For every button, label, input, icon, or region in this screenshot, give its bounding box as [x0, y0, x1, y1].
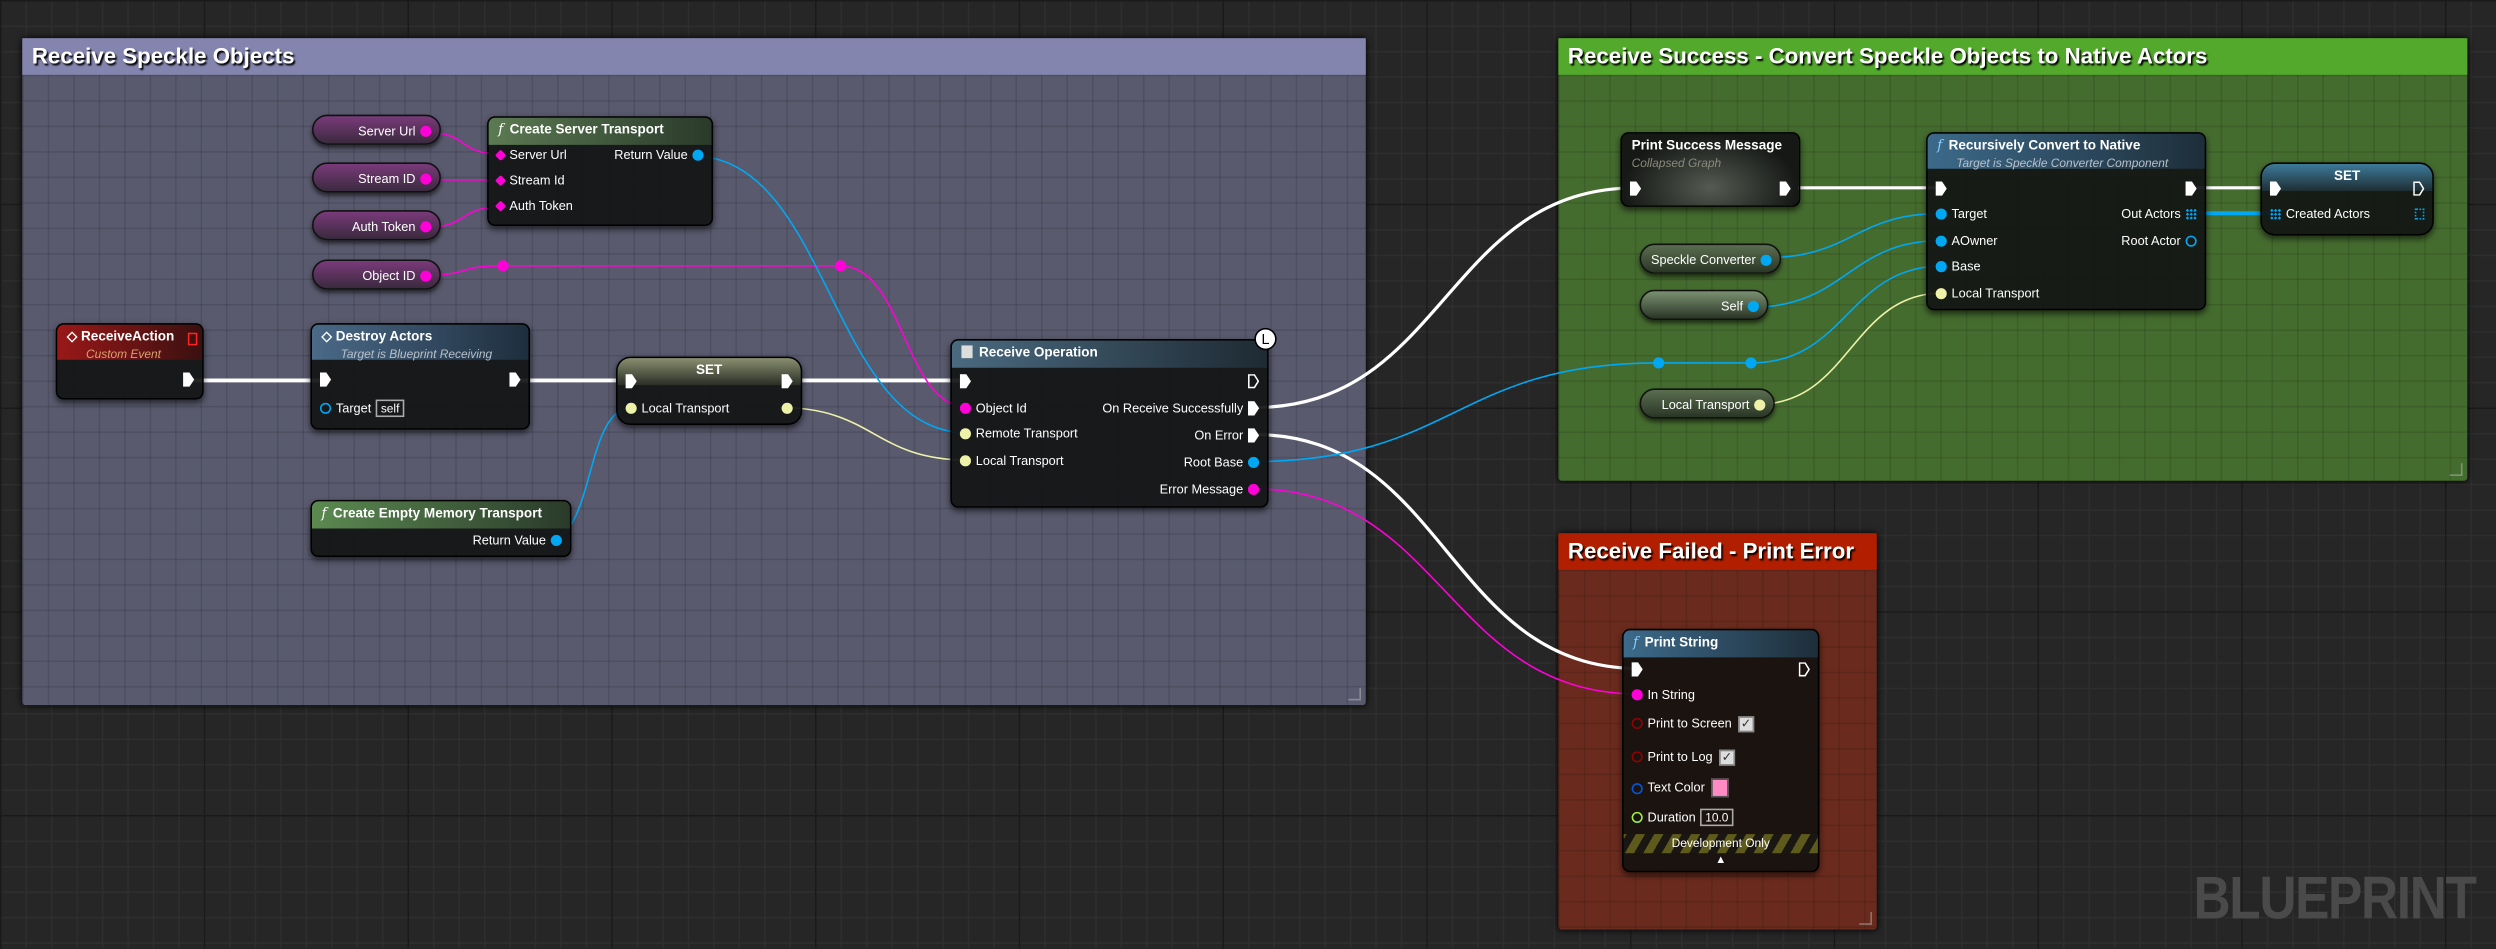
- array-pin-icon: [2414, 209, 2425, 221]
- pin-created-actors-out[interactable]: [2410, 205, 2429, 224]
- pin-local-transport[interactable]: Local Transport: [955, 452, 1064, 471]
- target-self-field[interactable]: self: [376, 399, 405, 418]
- expand-arrow-icon[interactable]: ▲: [1715, 854, 1727, 866]
- exec-out-pin[interactable]: [1775, 180, 1796, 199]
- interface-pin[interactable]: [1754, 400, 1766, 412]
- string-pin[interactable]: [420, 126, 432, 138]
- string-pin[interactable]: [420, 221, 432, 234]
- exec-out-pin[interactable]: [2181, 180, 2202, 199]
- function-icon: f: [498, 122, 504, 139]
- pin-root-base[interactable]: Root Base: [1184, 454, 1264, 473]
- pin-remote-transport[interactable]: Remote Transport: [955, 425, 1078, 444]
- pin-error-message[interactable]: Error Message: [1160, 481, 1264, 500]
- exec-on-error[interactable]: On Error: [1194, 427, 1264, 446]
- var-auth-token[interactable]: Auth Token: [311, 210, 441, 241]
- exec-out-pin[interactable]: [505, 371, 526, 390]
- object-pin[interactable]: [1747, 301, 1759, 313]
- development-only-banner: Development Only: [1623, 834, 1818, 854]
- comment-title[interactable]: Receive Speckle Objects: [22, 38, 1366, 75]
- node-set-local-transport[interactable]: SET Local Transport: [616, 356, 803, 426]
- pin-base[interactable]: Base: [1931, 258, 1981, 277]
- pin-server-url[interactable]: Server Url: [492, 146, 567, 165]
- exec-in-pin[interactable]: [1625, 180, 1646, 199]
- print-to-screen-checkbox[interactable]: ✓: [1738, 716, 1755, 733]
- exec-in-pin[interactable]: [955, 372, 976, 391]
- resize-handle[interactable]: [1859, 912, 1872, 925]
- exec-in-pin[interactable]: [1931, 180, 1952, 199]
- exec-then-pin[interactable]: [1243, 372, 1264, 391]
- comment-title[interactable]: Receive Success - Convert Speckle Object…: [1558, 38, 2468, 75]
- object-pin[interactable]: [1760, 255, 1772, 267]
- event-icon: ◇: [321, 327, 336, 344]
- exec-in-pin[interactable]: [621, 372, 642, 391]
- text-color-swatch[interactable]: [1711, 778, 1729, 798]
- string-pin[interactable]: [420, 271, 432, 283]
- exec-on-receive-successfully[interactable]: On Receive Successfully: [1102, 400, 1264, 419]
- pin-in-string[interactable]: In String: [1627, 686, 1695, 705]
- pin-out-actors[interactable]: Out Actors: [2121, 205, 2201, 224]
- comment-title[interactable]: Receive Failed - Print Error: [1558, 533, 1877, 570]
- exec-in-pin[interactable]: [2265, 180, 2286, 199]
- exec-out-pin[interactable]: [178, 371, 199, 390]
- var-speckle-converter[interactable]: Speckle Converter: [1639, 243, 1782, 274]
- function-icon: f: [1937, 138, 1943, 155]
- exec-in-pin[interactable]: [315, 371, 336, 390]
- pin-stream-id[interactable]: Stream Id: [492, 172, 565, 191]
- pin-object-id[interactable]: Object Id: [955, 400, 1027, 419]
- pin-return-value[interactable]: Return Value: [614, 146, 708, 165]
- pin-aowner[interactable]: AOwner: [1931, 232, 1998, 251]
- set-title: SET: [2261, 163, 2433, 192]
- function-icon: f: [1633, 635, 1639, 652]
- function-icon: f: [321, 506, 327, 523]
- string-pin[interactable]: [420, 174, 432, 186]
- node-set-created-actors[interactable]: SET Created Actors: [2260, 162, 2434, 236]
- pin-print-to-screen[interactable]: Print to Screen✓: [1627, 715, 1755, 734]
- pin-local-transport-in[interactable]: Local Transport: [621, 400, 729, 419]
- set-title: SET: [617, 358, 801, 386]
- duration-input[interactable]: 10.0: [1700, 808, 1734, 827]
- pin-target[interactable]: Target: [1931, 205, 1987, 224]
- pin-local-transport[interactable]: Local Transport: [1931, 285, 2039, 304]
- blueprint-watermark: BLUEPRINT: [2193, 865, 2477, 933]
- event-icon: ◇: [66, 327, 82, 344]
- exec-out-pin[interactable]: [2408, 180, 2429, 199]
- resize-handle[interactable]: [2449, 463, 2463, 476]
- pin-root-actor[interactable]: Root Actor: [2121, 232, 2201, 251]
- exec-out-pin[interactable]: [777, 372, 798, 391]
- var-stream-id[interactable]: Stream ID: [311, 162, 441, 193]
- exec-in-pin[interactable]: [1627, 661, 1648, 680]
- pin-local-transport-out[interactable]: [777, 400, 798, 419]
- resize-handle[interactable]: [1348, 687, 1361, 701]
- var-object-id[interactable]: Object ID: [311, 259, 441, 290]
- macro-icon: [961, 345, 973, 359]
- pin-text-color[interactable]: Text Color: [1627, 778, 1729, 798]
- latent-clock-icon: L: [1254, 327, 1277, 351]
- delegate-pin[interactable]: [187, 332, 198, 346]
- var-server-url[interactable]: Server Url: [311, 114, 441, 145]
- array-pin-icon: [2185, 209, 2197, 221]
- var-self[interactable]: Self: [1639, 289, 1769, 320]
- pin-created-actors-in[interactable]: Created Actors: [2265, 205, 2370, 224]
- array-pin-icon: [2269, 209, 2282, 221]
- exec-out-pin[interactable]: [1794, 661, 1815, 680]
- pin-return-value[interactable]: Return Value: [473, 532, 567, 551]
- print-to-log-checkbox[interactable]: ✓: [1719, 749, 1735, 766]
- var-local-transport[interactable]: Local Transport: [1639, 388, 1775, 419]
- pin-auth-token[interactable]: Auth Token: [492, 197, 573, 216]
- pin-print-to-log[interactable]: Print to Log✓: [1627, 748, 1735, 767]
- node-receive-operation[interactable]: Receive Operation L Object Id Remote Tra…: [950, 327, 1277, 508]
